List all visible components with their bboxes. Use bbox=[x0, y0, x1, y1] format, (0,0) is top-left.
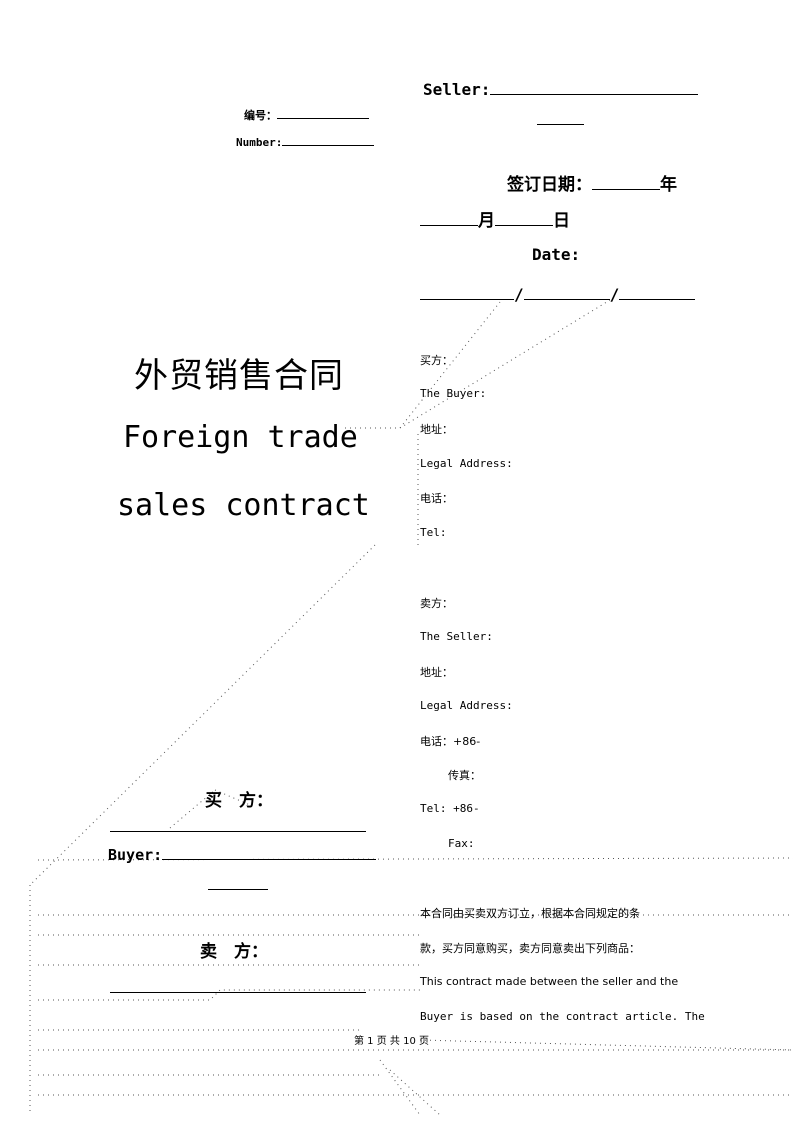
signature-buyer-en-blank[interactable] bbox=[162, 845, 377, 860]
buyer-en-label: The Buyer: bbox=[420, 387, 487, 400]
signature-buyer-cn: 买 方： bbox=[205, 791, 273, 811]
signature-seller-cn: 卖 方： bbox=[200, 942, 268, 962]
number-en-row: Number: bbox=[236, 131, 375, 149]
seller-address-cn: 地址： bbox=[420, 666, 453, 679]
signature-seller-line[interactable] bbox=[110, 976, 366, 993]
date-month-blank[interactable] bbox=[523, 283, 610, 300]
title-en-line2: sales contract bbox=[117, 488, 370, 523]
title-en-line1: Foreign trade bbox=[123, 420, 358, 455]
title-cn: 外贸销售合同 bbox=[134, 356, 344, 396]
month-char: 月 bbox=[478, 211, 495, 231]
body-line-4: Buyer is based on the contract article. … bbox=[420, 1010, 705, 1023]
seller-cn-label: 卖方： bbox=[420, 597, 453, 610]
date-en-row: // bbox=[420, 283, 696, 304]
buyer-tel-en: Tel: bbox=[420, 526, 447, 539]
body-line-1: 本合同由买卖双方订立，根据本合同规定的条 bbox=[420, 907, 640, 920]
number-label-en: Number: bbox=[236, 136, 283, 149]
page-footer: 第 1 页 共 10 页 bbox=[354, 1036, 429, 1047]
seller-phone-cn: 电话：+86- bbox=[420, 735, 481, 748]
signature-buyer-en-blank-continued[interactable] bbox=[208, 873, 268, 890]
seller-blank[interactable] bbox=[490, 78, 699, 95]
year-blank[interactable] bbox=[592, 173, 660, 190]
date-sep-2: / bbox=[609, 285, 620, 304]
date-year-blank[interactable] bbox=[619, 283, 696, 300]
number-en-blank[interactable] bbox=[282, 131, 375, 146]
seller-en-label: The Seller: bbox=[420, 630, 493, 643]
year-char: 年 bbox=[660, 175, 677, 195]
signature-buyer-cn-line[interactable] bbox=[110, 815, 366, 832]
date-label-en: Date: bbox=[532, 245, 581, 264]
seller-fax-en: Fax: bbox=[448, 837, 475, 850]
number-cn-blank[interactable] bbox=[277, 104, 369, 119]
seller-fax-cn: 传真： bbox=[448, 769, 481, 782]
date-sep-1: / bbox=[514, 285, 524, 304]
signature-buyer-en-label: Buyer: bbox=[108, 846, 163, 864]
buyer-address-en: Legal Address: bbox=[420, 457, 513, 470]
body-line-2: 款，买方同意购买，卖方同意卖出下列商品： bbox=[420, 942, 640, 955]
number-cn-row: 编号： bbox=[244, 104, 369, 123]
date-label-cn: 签订日期： bbox=[507, 175, 592, 195]
day-char: 日 bbox=[553, 211, 570, 231]
buyer-address-cn: 地址： bbox=[420, 423, 453, 436]
month-blank[interactable] bbox=[420, 209, 478, 226]
seller-label: Seller: bbox=[423, 80, 491, 99]
number-label-cn: 编号： bbox=[244, 109, 277, 122]
buyer-phone-cn: 电话： bbox=[420, 492, 453, 505]
seller-tel-en: Tel: +86- bbox=[420, 802, 480, 815]
date-day-blank[interactable] bbox=[420, 283, 514, 300]
signature-buyer-en-row: Buyer: bbox=[108, 845, 377, 864]
buyer-cn-label: 买方： bbox=[420, 354, 453, 367]
date-cn-row-2: 月日 bbox=[420, 206, 570, 231]
seller-blank-continued[interactable] bbox=[537, 108, 584, 125]
seller-row: Seller: bbox=[423, 78, 699, 99]
body-line-3: This contract made between the seller an… bbox=[420, 975, 679, 988]
date-cn-row: 签订日期： 年 bbox=[507, 170, 677, 195]
day-blank[interactable] bbox=[495, 209, 553, 226]
seller-address-en: Legal Address: bbox=[420, 699, 513, 712]
